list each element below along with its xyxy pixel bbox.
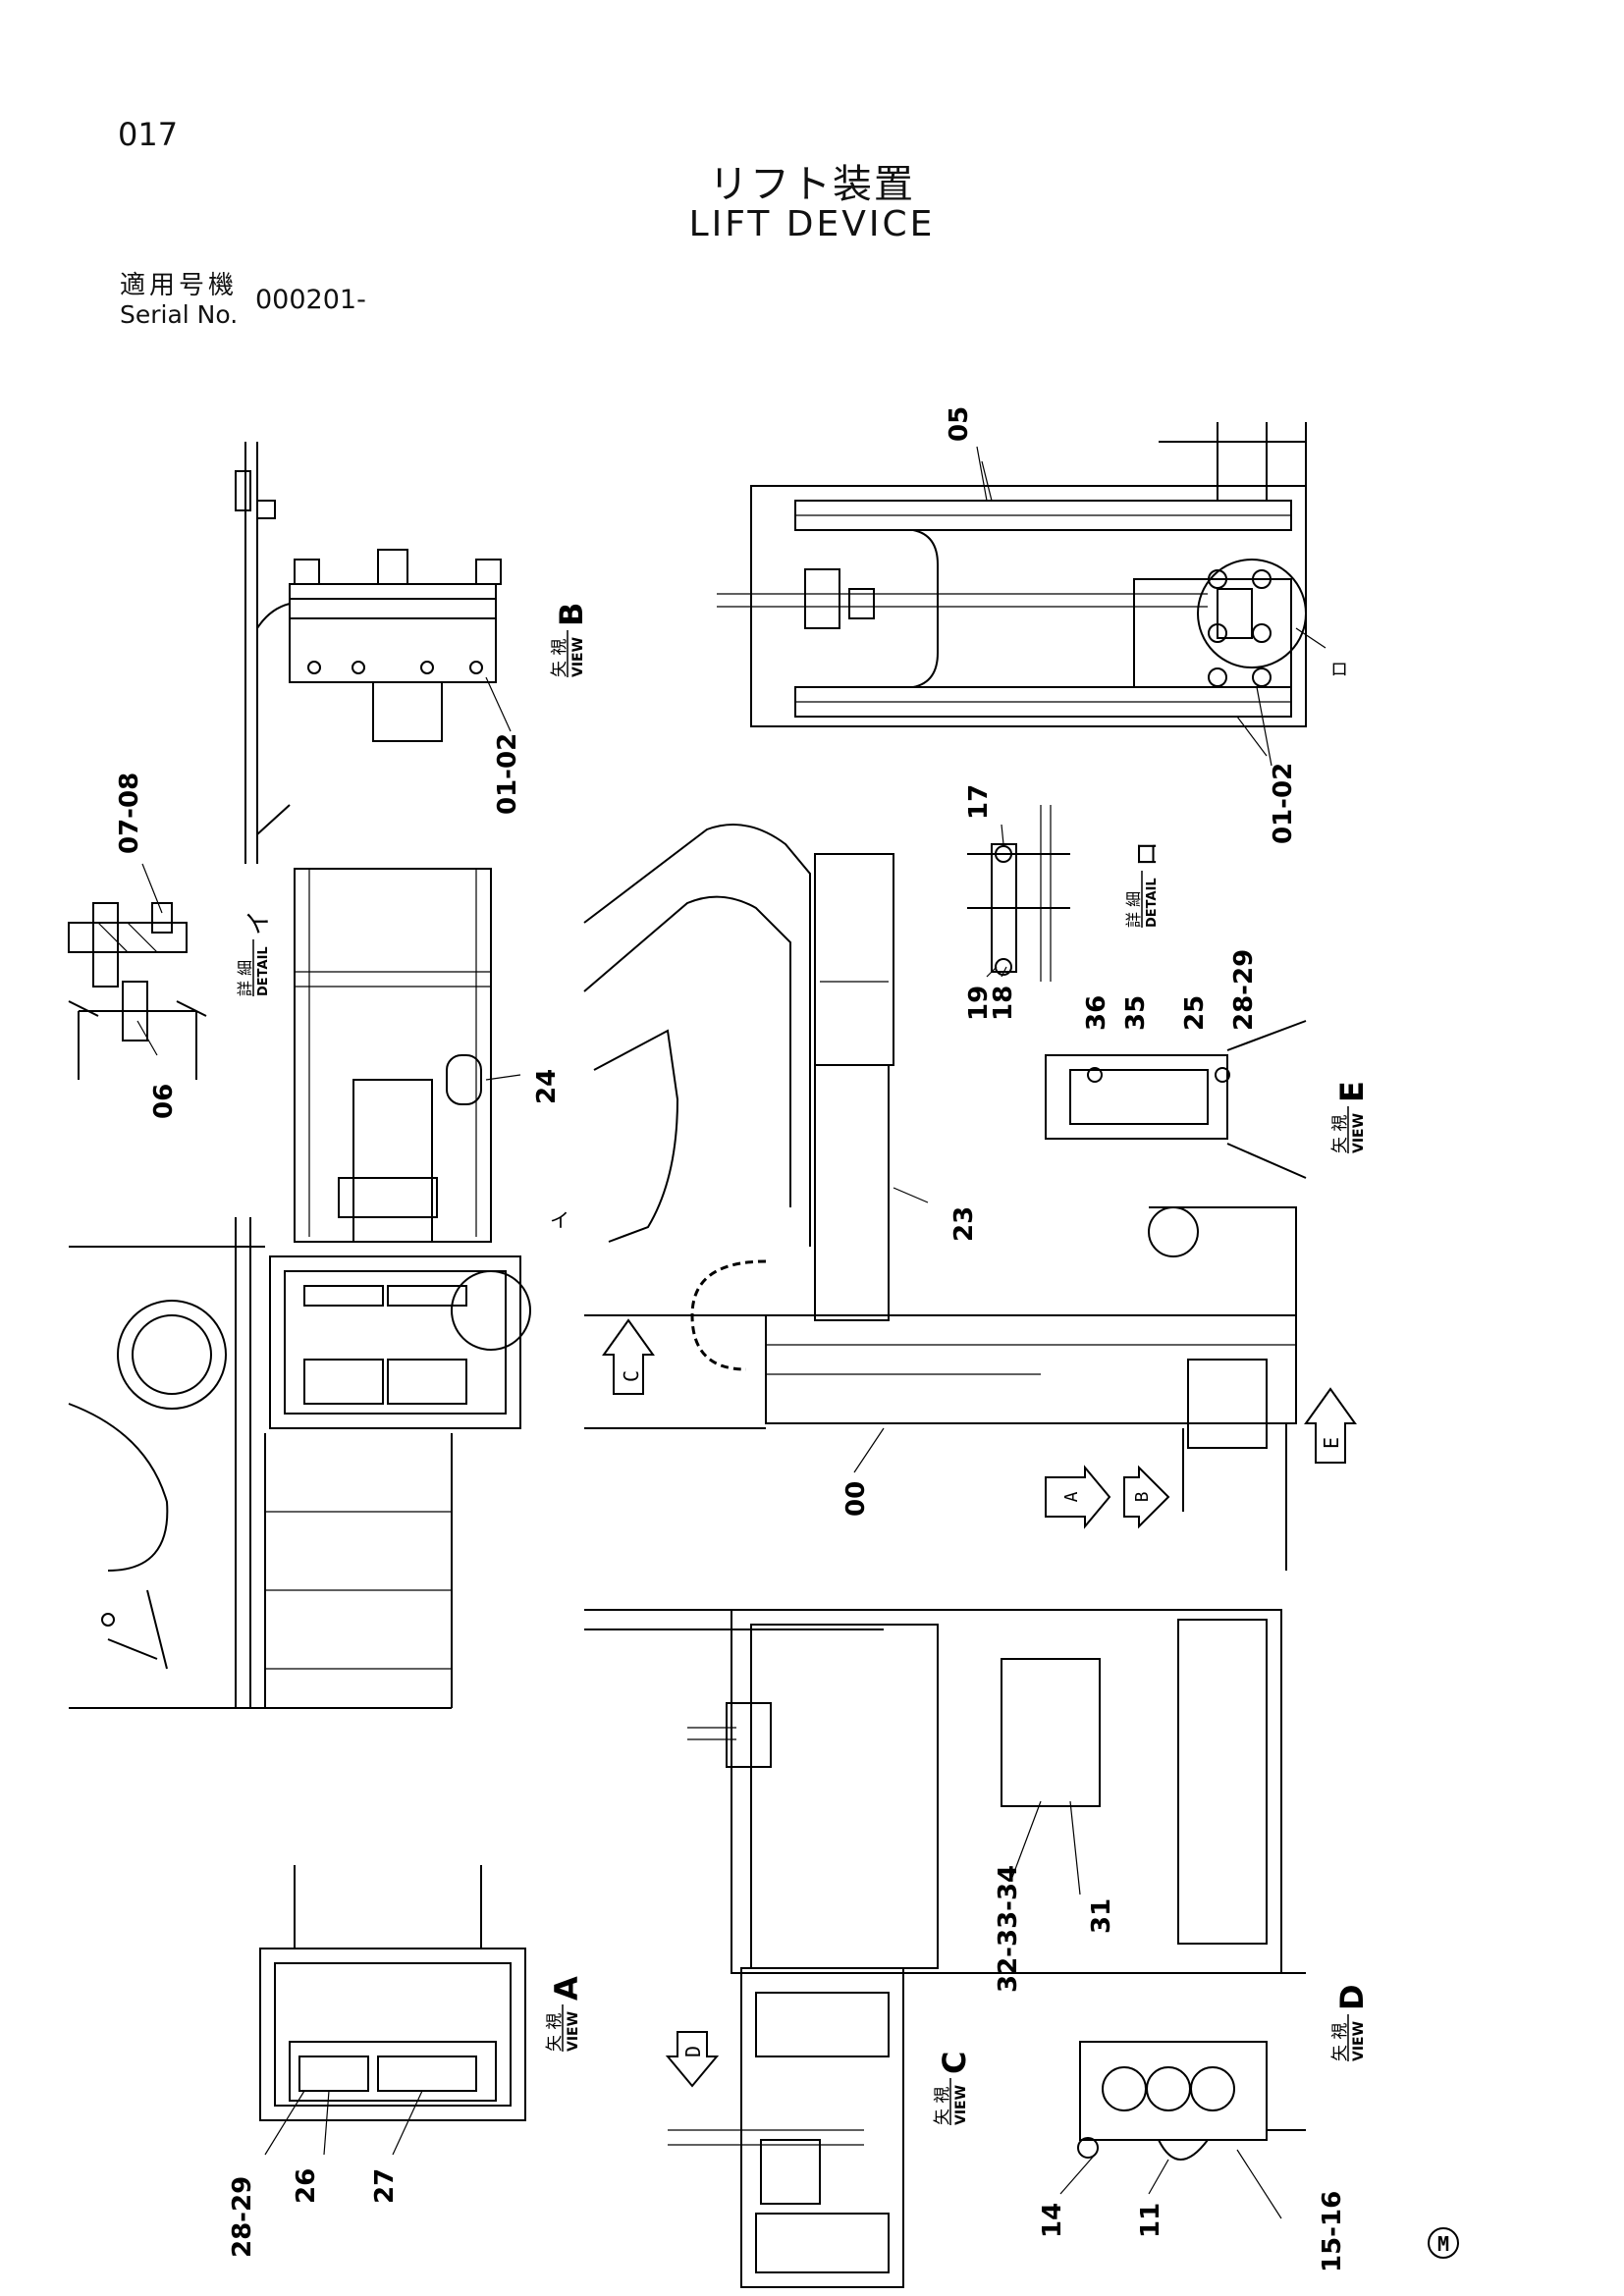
view-c-tag-word: VIEW <box>953 2085 969 2125</box>
m-mark: M <box>1437 2232 1449 2256</box>
part-label-26: 26 <box>292 2168 321 2204</box>
view-d-letter: D <box>1333 1984 1371 2010</box>
detail-1-marker-label: イ <box>550 1208 569 1232</box>
view-c-drawing <box>668 1967 904 2288</box>
detail-2-marker-label: ロ <box>1330 660 1348 680</box>
detail-1-tag-jp: 詳 細 <box>236 960 254 996</box>
detail-2-tag-jp: 詳 細 <box>1124 891 1143 928</box>
arrow-e-letter: E <box>1320 1437 1343 1449</box>
arrow-d-letter: D <box>681 2046 705 2057</box>
view-d-tag-word: VIEW <box>1351 2021 1367 2061</box>
part-label-01-02-top: 01-02 <box>1269 763 1298 844</box>
serial-number-value: 000201- <box>255 285 366 315</box>
serial-label-japanese: 適用号機 <box>120 271 239 300</box>
side-elevation-drawing <box>583 824 1297 1571</box>
view-e-tag-word: VIEW <box>1351 1113 1367 1153</box>
view-c-tag: 矢 視 VIEW C <box>933 2052 973 2125</box>
view-c-tag-jp: 矢 視 <box>933 2087 952 2125</box>
detail-1-drawing <box>68 902 207 1080</box>
part-label-32-33-34: 32-33-34 <box>994 1865 1023 1993</box>
view-a-tag-jp: 矢 視 <box>545 2013 565 2052</box>
part-label-15-16: 15-16 <box>1318 2191 1347 2272</box>
view-b-tag: 矢 視 VIEW B <box>550 603 590 677</box>
view-a-tag: 矢 視 VIEW A <box>545 1976 585 2052</box>
part-label-31: 31 <box>1087 1898 1116 1934</box>
detail-2-marker: ロ <box>1330 660 1348 680</box>
arrow-b-letter: B <box>1132 1492 1153 1503</box>
arrow-view-a: A <box>1045 1465 1111 1529</box>
part-label-36: 36 <box>1082 995 1111 1031</box>
view-b-tag-jp: 矢 視 <box>550 639 569 677</box>
detail-1-marker: イ <box>550 1208 569 1232</box>
view-e-tag: 矢 視 VIEW E <box>1330 1081 1371 1153</box>
view-a-letter: A <box>548 1976 585 2001</box>
detail-1-marker-text: イ <box>244 910 274 935</box>
part-label-27: 27 <box>370 2168 400 2204</box>
view-e-tag-jp: 矢 視 <box>1330 1115 1350 1153</box>
part-label-18: 18 <box>989 986 1018 1021</box>
page-title-english: LIFT DEVICE <box>688 204 936 244</box>
bottom-plan-drawing <box>584 1609 1282 1974</box>
view-b-drawing <box>235 442 502 864</box>
part-label-35: 35 <box>1121 995 1151 1031</box>
part-label-06: 06 <box>149 1084 179 1119</box>
arrow-view-c: C <box>602 1318 655 1395</box>
arrow-c-letter: C <box>620 1370 643 1382</box>
view-c-letter: C <box>936 2052 973 2074</box>
detail-2-tag: 詳 細 DETAIL ロ <box>1124 841 1163 928</box>
detail-2-marker-text: ロ <box>1133 841 1163 867</box>
view-d-tag: 矢 視 VIEW D <box>1330 1984 1371 2061</box>
part-label-05: 05 <box>945 406 974 442</box>
leader-lines <box>136 446 1282 2219</box>
part-label-28-29-view-a: 28-29 <box>228 2176 257 2258</box>
page-title-japanese: リフト装置 <box>709 162 915 207</box>
part-label-19: 19 <box>964 986 994 1021</box>
top-view <box>717 422 1326 757</box>
arrow-a-letter: A <box>1061 1491 1082 1502</box>
part-label-01-02-view-b: 01-02 <box>493 733 522 815</box>
main-mast-drawing <box>269 868 531 1429</box>
arrow-view-e: E <box>1304 1387 1357 1464</box>
serial-label-english: Serial No. <box>120 300 239 329</box>
detail-1-tag-word: DETAIL <box>256 946 271 996</box>
view-b-letter: B <box>553 603 590 626</box>
view-a-tag-word: VIEW <box>566 2011 581 2052</box>
view-d-tag-jp: 矢 視 <box>1330 2023 1350 2061</box>
part-label-28-29-view-e: 28-29 <box>1229 949 1259 1031</box>
view-b-tag-word: VIEW <box>570 637 586 677</box>
arrow-view-d: D <box>665 2031 720 2088</box>
view-a-drawing <box>259 1865 526 2121</box>
part-label-11: 11 <box>1136 2203 1165 2238</box>
m-mark-circle <box>1428 2227 1459 2259</box>
detail-2-drawing <box>967 805 1070 982</box>
page-number: 017 <box>118 116 179 153</box>
part-label-07-08: 07-08 <box>115 773 144 854</box>
view-e-letter: E <box>1333 1081 1371 1102</box>
part-label-14: 14 <box>1038 2203 1067 2238</box>
part-label-17: 17 <box>964 784 994 820</box>
detail-2-tag-word: DETAIL <box>1145 878 1160 928</box>
arrow-view-b: B <box>1123 1465 1170 1529</box>
part-label-24: 24 <box>532 1069 562 1104</box>
detail-1-tag: 詳 細 DETAIL イ <box>236 910 274 996</box>
part-label-23: 23 <box>949 1206 979 1242</box>
view-d-drawing <box>1070 1972 1306 2161</box>
machine-body-drawing <box>68 1217 453 1709</box>
part-label-25: 25 <box>1180 995 1210 1031</box>
view-e-drawing <box>1045 1020 1307 1179</box>
part-label-00: 00 <box>841 1481 871 1517</box>
